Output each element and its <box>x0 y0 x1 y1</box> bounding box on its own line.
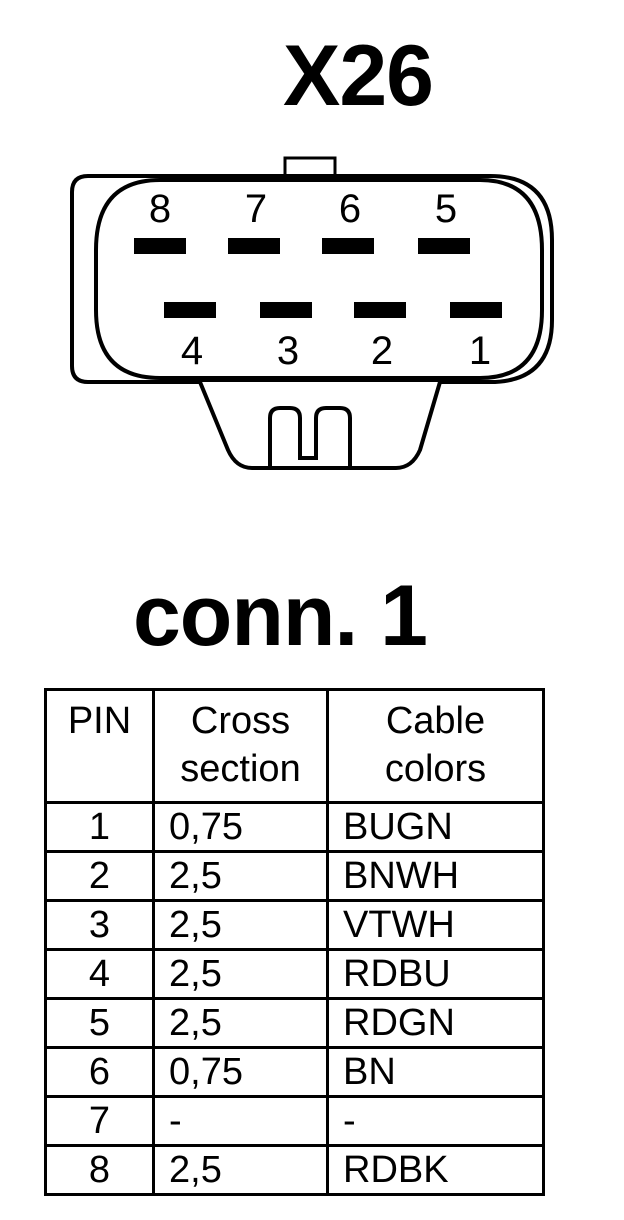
header-cable-colors-line1: Cable <box>385 700 486 742</box>
table-row: 2 2,5 BNWH <box>44 850 545 902</box>
pin-label-4: 4 <box>181 329 203 373</box>
cell-color: RDBU <box>326 948 545 1000</box>
lock-spring <box>268 406 352 468</box>
table-row: 5 2,5 RDGN <box>44 997 545 1049</box>
connector-label: X26 <box>282 28 434 124</box>
contact-2 <box>354 302 406 318</box>
header-cable-colors-line2: colors <box>384 748 487 790</box>
contact-4 <box>164 302 216 318</box>
pin-label-7: 7 <box>245 187 267 231</box>
cell-color: RDGN <box>326 997 545 1049</box>
table-row: 4 2,5 RDBU <box>44 948 545 1000</box>
table-title: conn. 1 <box>132 568 428 664</box>
table-row: 6 0,75 BN <box>44 1046 545 1098</box>
pin-table: PIN Cross section Cable colors 1 0,75 BU… <box>44 688 545 1196</box>
cell-section: 2,5 <box>152 997 329 1049</box>
cell-pin: 1 <box>44 801 155 853</box>
cell-color: BUGN <box>326 801 545 853</box>
connector-face <box>94 178 544 380</box>
cell-pin: 7 <box>44 1095 155 1147</box>
header-cross-section: Cross section <box>152 688 329 804</box>
header-pin: PIN <box>44 688 155 804</box>
pin-label-2: 2 <box>371 329 393 373</box>
connector-lock <box>198 381 442 470</box>
cell-color: VTWH <box>326 899 545 951</box>
contact-6 <box>322 238 374 254</box>
contact-3 <box>260 302 312 318</box>
table-row: 7 - - <box>44 1095 545 1147</box>
contact-8 <box>134 238 186 254</box>
cell-color: BNWH <box>326 850 545 902</box>
cell-color: - <box>326 1095 545 1147</box>
cell-pin: 5 <box>44 997 155 1049</box>
table-header-row: PIN Cross section Cable colors <box>44 688 545 804</box>
cell-section: 2,5 <box>152 899 329 951</box>
cell-section: 0,75 <box>152 801 329 853</box>
pin-label-3: 3 <box>277 329 299 373</box>
cell-section: 0,75 <box>152 1046 329 1098</box>
contact-7 <box>228 238 280 254</box>
cell-pin: 2 <box>44 850 155 902</box>
pin-label-5: 5 <box>435 187 457 231</box>
table-row: 1 0,75 BUGN <box>44 801 545 853</box>
cell-section: 2,5 <box>152 1144 329 1196</box>
cell-color: RDBK <box>326 1144 545 1196</box>
cell-section: - <box>152 1095 329 1147</box>
cell-pin: 8 <box>44 1144 155 1196</box>
pin-label-1: 1 <box>469 329 491 373</box>
cell-pin: 4 <box>44 948 155 1000</box>
header-pin-line1: PIN <box>67 700 132 742</box>
header-cable-colors: Cable colors <box>326 688 545 804</box>
connector-drawing: 8 7 6 5 4 3 2 1 <box>70 156 554 470</box>
contact-1 <box>450 302 502 318</box>
table-row: 3 2,5 VTWH <box>44 899 545 951</box>
contact-5 <box>418 238 470 254</box>
pin-label-8: 8 <box>149 187 171 231</box>
cell-pin: 3 <box>44 899 155 951</box>
pin-label-6: 6 <box>339 187 361 231</box>
header-cross-section-line1: Cross <box>190 700 291 742</box>
cell-section: 2,5 <box>152 850 329 902</box>
cell-pin: 6 <box>44 1046 155 1098</box>
header-cross-section-line2: section <box>180 748 301 790</box>
cell-color: BN <box>326 1046 545 1098</box>
cell-section: 2,5 <box>152 948 329 1000</box>
table-row: 8 2,5 RDBK <box>44 1144 545 1196</box>
